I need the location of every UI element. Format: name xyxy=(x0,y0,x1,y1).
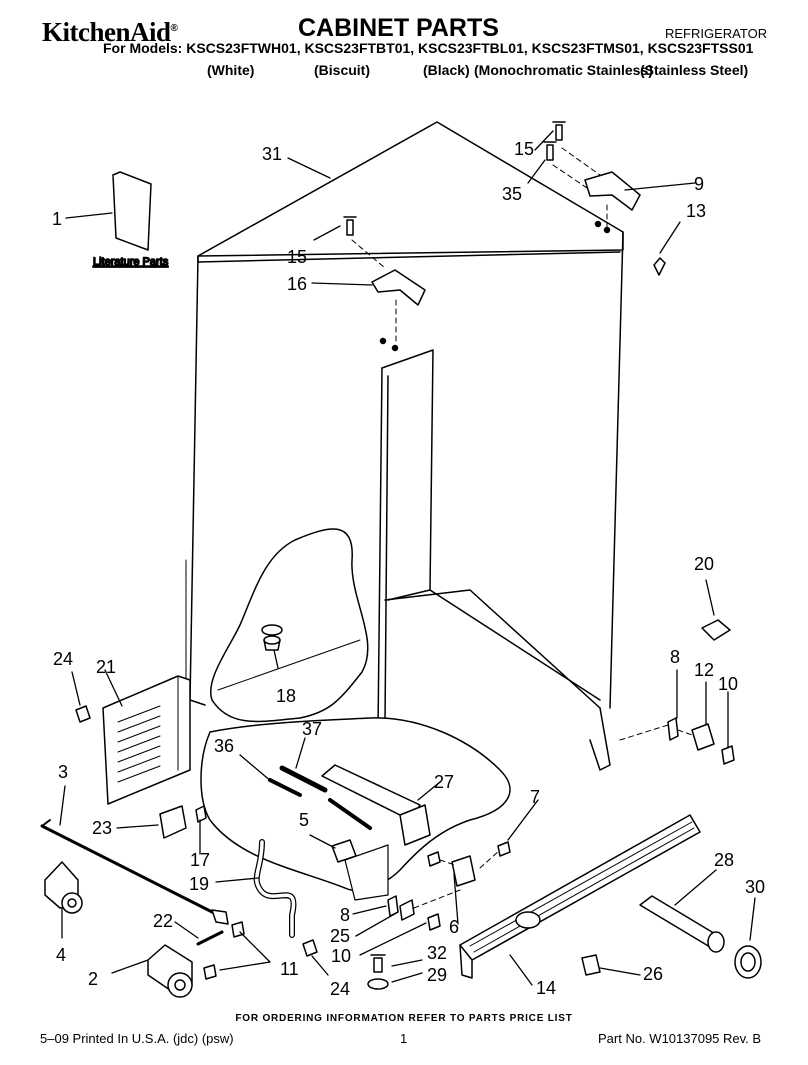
callout-10-lower: 10 xyxy=(331,946,351,966)
callout-numbers: 31 1 15 35 9 13 15 16 20 24 21 8 12 10 1… xyxy=(52,139,765,999)
callout-7: 7 xyxy=(530,787,540,807)
callout-24-left: 24 xyxy=(53,649,73,669)
product-category: REFRIGERATOR xyxy=(665,26,768,41)
page-title: CABINET PARTS xyxy=(298,14,499,42)
fan-tube xyxy=(639,895,725,953)
foot-26 xyxy=(581,954,601,976)
callout-26: 26 xyxy=(643,964,663,984)
end-cap xyxy=(734,945,762,979)
roller-bracket xyxy=(159,805,187,839)
callout-18: 18 xyxy=(276,686,296,706)
callout-31: 31 xyxy=(262,144,282,164)
screw-24-bottom xyxy=(302,939,318,957)
screw-7-a xyxy=(427,851,441,867)
cutaway-lower xyxy=(200,717,511,892)
page-number: 1 xyxy=(400,1031,408,1046)
washer-29 xyxy=(367,978,389,990)
callout-1: 1 xyxy=(52,209,62,229)
callout-20: 20 xyxy=(694,554,714,574)
callout-17: 17 xyxy=(190,850,210,870)
front-roller-left xyxy=(44,861,83,914)
finish-biscuit: (Biscuit) xyxy=(314,62,370,78)
callout-8-lower: 8 xyxy=(340,905,350,925)
top-clip xyxy=(653,257,666,276)
brand-name: KitchenAid xyxy=(42,17,171,47)
callout-35: 35 xyxy=(502,184,522,204)
ordering-note: FOR ORDERING INFORMATION REFER TO PARTS … xyxy=(235,1013,573,1024)
callout-4: 4 xyxy=(56,945,66,965)
screw-22 xyxy=(196,930,224,946)
callout-2: 2 xyxy=(88,969,98,989)
callout-29: 29 xyxy=(427,965,447,985)
finish-black: (Black) xyxy=(423,62,470,78)
callout-37: 37 xyxy=(302,719,322,739)
callout-15-mid: 15 xyxy=(287,247,307,267)
lower-hinge-bracket-6 xyxy=(451,855,476,887)
hinge-25 xyxy=(399,899,415,921)
callout-13: 13 xyxy=(686,201,706,221)
toe-grille xyxy=(459,814,701,979)
callout-15-top: 15 xyxy=(514,139,534,159)
clip-20 xyxy=(701,619,731,641)
callout-23: 23 xyxy=(92,818,112,838)
callout-32: 32 xyxy=(427,943,447,963)
finish-monochromatic-stainless: (Monochromatic Stainless) xyxy=(474,62,653,78)
callout-22: 22 xyxy=(153,911,173,931)
callout-16: 16 xyxy=(287,274,307,294)
hinge-screw-15-top xyxy=(552,121,566,141)
cutaway-upper xyxy=(210,528,369,723)
callout-21: 21 xyxy=(96,657,116,677)
callout-24-bottom: 24 xyxy=(330,979,350,999)
registered-mark: ® xyxy=(170,23,178,34)
valve-fitting-36 xyxy=(268,778,302,797)
callout-14: 14 xyxy=(536,978,556,998)
finish-stainless-steel: (Stainless Steel) xyxy=(640,62,749,78)
callout-5: 5 xyxy=(299,810,309,830)
screw-7-b xyxy=(497,841,511,857)
screw-32 xyxy=(370,954,386,973)
rear-roller xyxy=(147,944,193,998)
callout-12: 12 xyxy=(694,660,714,680)
leader-lines xyxy=(59,130,756,986)
rear-panel xyxy=(102,675,191,805)
water-valve-assembly xyxy=(321,764,431,846)
screw-10-right xyxy=(721,745,735,765)
drain-fitting xyxy=(261,624,283,651)
screw-11-b xyxy=(203,964,217,980)
screw-10-lower xyxy=(427,913,441,931)
callout-36: 36 xyxy=(214,736,234,756)
screw-17 xyxy=(195,805,207,823)
callout-30: 30 xyxy=(745,877,765,897)
hinge-8-right xyxy=(667,717,679,741)
finish-white: (White) xyxy=(207,62,255,78)
leveling-rod xyxy=(40,824,222,918)
part-number: Part No. W10137095 Rev. B xyxy=(598,1031,762,1046)
hinge-12 xyxy=(691,723,715,751)
brand-logo: KitchenAid® xyxy=(42,17,178,48)
callout-6: 6 xyxy=(449,917,459,937)
callout-8-right: 8 xyxy=(670,647,680,667)
hinge-screw-35 xyxy=(543,141,557,161)
cabinet-shell xyxy=(185,121,624,771)
callout-19: 19 xyxy=(189,874,209,894)
literature-parts-label: Literature Parts xyxy=(93,256,169,268)
callout-27: 27 xyxy=(434,772,454,792)
model-list: For Models: KSCS23FTWH01, KSCS23FTBT01, … xyxy=(103,40,754,56)
callout-28: 28 xyxy=(714,850,734,870)
print-info: 5–09 Printed In U.S.A. (jdc) (psw) xyxy=(40,1031,234,1046)
callout-3: 3 xyxy=(58,762,68,782)
callout-9: 9 xyxy=(694,174,704,194)
top-hinge-right xyxy=(584,171,641,211)
callout-25: 25 xyxy=(330,926,350,946)
callout-11: 11 xyxy=(280,959,299,979)
top-hinge-left xyxy=(371,269,426,306)
tube-37 xyxy=(279,765,328,793)
hinge-screw-15-mid xyxy=(343,216,357,236)
screw-24-left xyxy=(75,705,91,723)
callout-10-right: 10 xyxy=(718,674,738,694)
